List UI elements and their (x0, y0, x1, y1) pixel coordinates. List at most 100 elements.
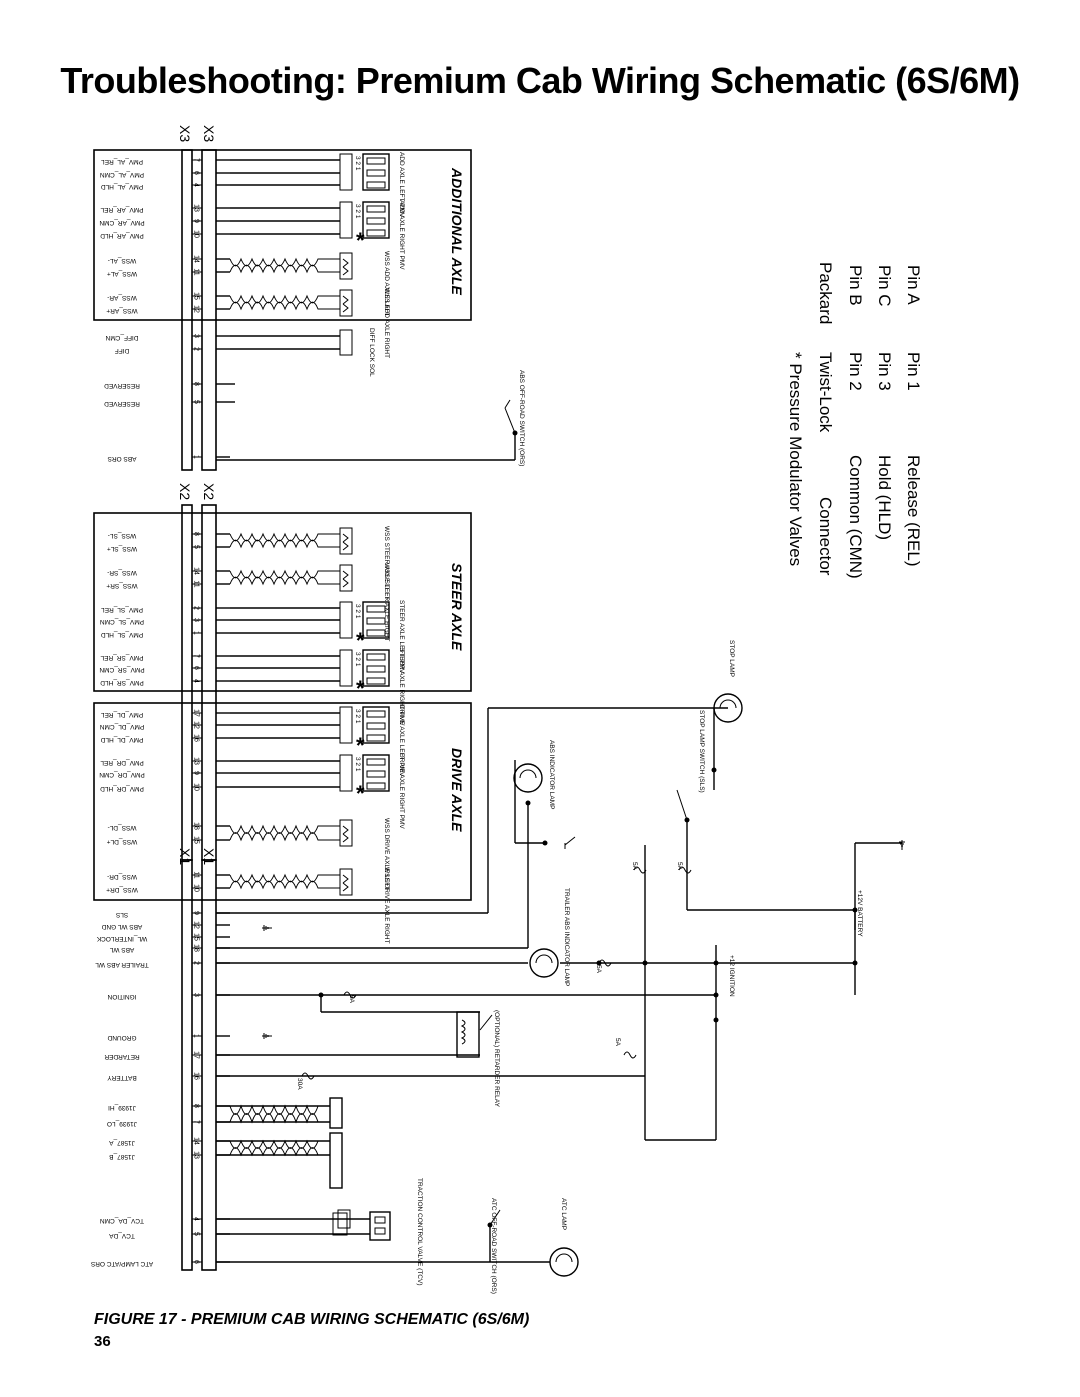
wire-label: IGNITION (107, 993, 136, 1000)
wire-label: PMV_AL_CMN (100, 171, 144, 178)
steer-axle-box (93, 512, 472, 692)
twisted-wire (229, 539, 340, 549)
atc-offroad-switch-symbol (216, 1209, 550, 1263)
pmv-label: STEER AXLE LEFT PMV (398, 600, 405, 674)
pmv-terminal (366, 770, 386, 778)
wire-label: J1587_A (109, 1139, 135, 1146)
pmv-terminal (366, 205, 386, 213)
fuse-5a-label-3: 5A (631, 862, 638, 871)
wire-label: WSS_DR+ (106, 886, 138, 893)
twisted-wire (229, 1139, 319, 1149)
wire-label: PMV_DR_CMN (99, 771, 145, 778)
wire-label: J1939_HI (108, 1104, 136, 1111)
legend-row-hld: Hold (HLD) (875, 455, 894, 540)
pmv-label: DRIVE AXLE RIGHT PMV (398, 753, 405, 829)
pmv-star-marker: * (356, 628, 365, 653)
wire-label: PMV_SL_CMN (100, 618, 144, 625)
pmv-terminal (366, 677, 386, 685)
wss-sensor (339, 527, 353, 555)
pmv-pin-order: 3 2 1 (354, 652, 361, 667)
twisted-wire (229, 1113, 319, 1124)
stop-lamp-switch-symbol (676, 770, 715, 821)
legend: * Pressure Modulator Valves Connector Tw… (786, 262, 923, 579)
wire-label: TCV_DA_CMN (100, 1217, 144, 1224)
pmv-terminal (366, 782, 386, 790)
connector-strips (181, 149, 217, 1271)
wire-label: PMV_DR_HLD (100, 785, 144, 792)
wire-label: ABS WL GND (101, 923, 142, 930)
wire-label: PMV_AR_HLD (100, 232, 144, 239)
legend-row-cmn: Common (CMN) (846, 455, 865, 579)
wire-label: ABS WL (109, 946, 134, 953)
j1939-j1587-symbols (216, 1097, 343, 1189)
additional-axle-box (93, 149, 472, 321)
pmv-star-marker: * (356, 228, 365, 253)
twisted-wire (229, 532, 340, 542)
wire-label: J1587_B (109, 1153, 135, 1160)
stop-lamp-label: STOP LAMP (728, 640, 735, 677)
twisted-wire (229, 576, 340, 586)
page-number: 36 (94, 1333, 111, 1350)
fuse-symbol (633, 866, 647, 874)
atc-lamp-symbol (549, 1247, 579, 1277)
wire-label: WSS_AR- (107, 294, 137, 301)
fuse-5a-label-4: 5A (676, 862, 683, 871)
legend-row-hld-packard: Pin C (875, 265, 894, 307)
wss-sensor (339, 564, 353, 592)
wire-label: WSS_DL+ (107, 838, 138, 845)
wss-label: WSS STEER AXLE RIGHT (383, 563, 390, 641)
wire-label: WSS_SL- (108, 532, 137, 539)
twisted-wire (229, 832, 340, 842)
pmv-star-marker: * (356, 676, 365, 701)
wss-label: WSS DRIVE AXLE LEFT (383, 818, 390, 890)
pmv-pin-order: 3 2 1 (354, 204, 361, 219)
trailer-abs-lamp-symbol (529, 948, 559, 978)
pmv-terminal (366, 169, 386, 177)
twisted-wire (229, 569, 340, 579)
twisted-wire (229, 294, 340, 304)
legend-row-rel: Release (REL) (904, 455, 923, 567)
pmv-pin-order: 3 2 1 (354, 709, 361, 724)
section-additional-axle: ADDITIONAL AXLE (449, 167, 465, 295)
fuse-symbol (623, 1051, 637, 1059)
trailer-abs-lamp-label: TRAILER ABS INDICATOR LAMP (563, 888, 570, 986)
pmv-plug (339, 649, 353, 687)
fuse-5a-label-2: 5A (595, 965, 602, 974)
section-steer-axle: STEER AXLE (449, 563, 465, 651)
twisted-wire (229, 264, 340, 274)
x1-label-right: X1 (201, 848, 217, 865)
pmv-body (362, 201, 390, 239)
stop-lamp-switch-label: STOP LAMP SWITCH (SLS) (698, 710, 705, 793)
twisted-wire (229, 880, 340, 890)
x3-label-right: X3 (201, 125, 217, 142)
traction-valve-label: TRACTION CONTROL VALVE (TCV) (416, 1178, 423, 1286)
wire-lines (192, 159, 340, 1263)
wire-label: WSS_SL+ (107, 545, 137, 552)
pmv-body (362, 706, 390, 744)
pmv-pin-order: 3 2 1 (354, 156, 361, 171)
legend-row-cmn-twist: Pin 2 (846, 352, 865, 391)
wss-sensor (339, 819, 353, 847)
x2-label-right: X2 (201, 483, 217, 500)
page-title: Troubleshooting: Premium Cab Wiring Sche… (60, 60, 1020, 101)
abs-indicator-label: ABS INDICATOR LAMP (548, 740, 555, 809)
wire-label: SLS (115, 911, 128, 918)
pmv-terminal (366, 653, 386, 661)
pmv-body (362, 153, 390, 191)
wss-chevron (342, 825, 349, 843)
wire-label: TCV_DA (109, 1232, 135, 1239)
abs-indicator-lamp-symbol (513, 763, 543, 793)
x2-label-left: X2 (177, 483, 193, 500)
pmv-plug (339, 201, 353, 239)
wss-sensor (339, 289, 353, 317)
wss-label: WSS STEER AXLE LEFT (383, 526, 390, 600)
wire-label: WSS_AL- (108, 257, 137, 264)
wire-label: ABS ORS (107, 455, 137, 462)
diff-lock-label: DIFF LOCK SOL (368, 328, 375, 377)
twisted-wire (229, 257, 340, 267)
legend-header-connector: Connector (816, 497, 835, 576)
wire-label: RESERVED (104, 382, 140, 389)
wire-label: PMV_SR_REL (100, 654, 143, 661)
wss-chevron (342, 295, 349, 313)
